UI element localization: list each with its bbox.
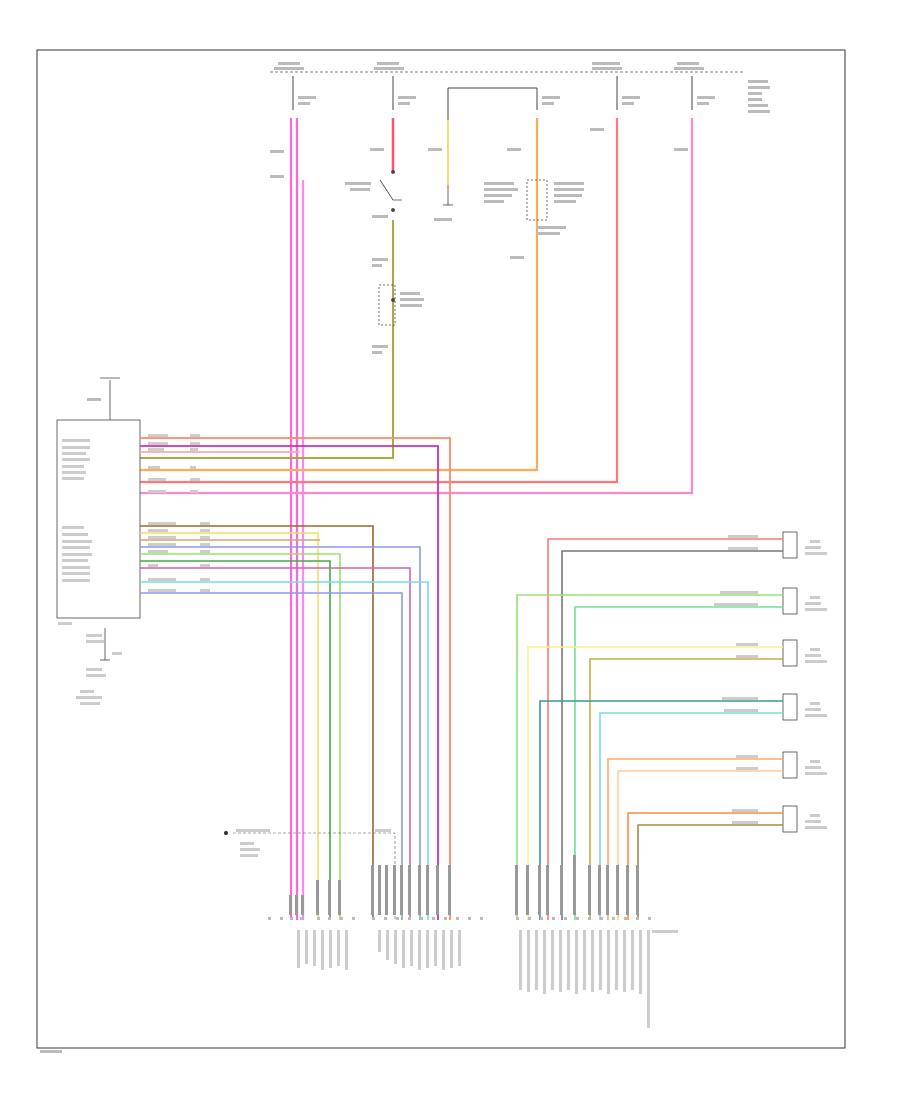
feed-wires — [140, 118, 694, 920]
switch-relay — [379, 170, 548, 221]
switch-lower-tags — [372, 258, 424, 354]
upper-harness — [140, 437, 451, 920]
switch-lower — [378, 284, 396, 326]
module-pin-labels-upper — [62, 439, 90, 480]
data-link-tags — [236, 829, 391, 857]
module-ground — [100, 628, 110, 661]
antenna-tag — [87, 398, 101, 401]
speaker-4 — [782, 693, 798, 721]
speaker-3 — [782, 639, 798, 667]
fuses — [292, 76, 693, 120]
speaker-6 — [782, 805, 798, 833]
lower-wire-tags — [148, 522, 210, 592]
fuse-tags — [298, 96, 715, 105]
pin-number-row — [268, 917, 651, 920]
connector-block-1 — [289, 880, 341, 915]
speaker-5 — [782, 751, 798, 779]
lower-harness — [140, 525, 429, 920]
speaker-tags — [805, 540, 827, 829]
speaker-2 — [782, 587, 798, 615]
bottom-vertical-labels — [297, 930, 650, 1028]
sheet-tag — [40, 1050, 62, 1053]
speakers — [782, 531, 798, 833]
antenna-symbol — [100, 377, 120, 420]
center-tags — [270, 128, 688, 259]
amplifier-module — [56, 419, 141, 619]
speaker-harness — [516, 538, 783, 920]
module-ground-tags — [58, 622, 122, 705]
connector-block-2 — [371, 865, 451, 915]
switch-wire — [140, 220, 394, 459]
speaker-1 — [782, 531, 798, 559]
connector-tag — [652, 930, 678, 933]
connector-block-3 — [515, 855, 639, 915]
fuse-labels — [274, 62, 770, 113]
speaker-wire-tags — [714, 535, 758, 824]
module-pin-labels-lower — [62, 526, 92, 582]
upper-wire-tags — [148, 434, 200, 493]
diagram-border — [36, 49, 846, 1049]
